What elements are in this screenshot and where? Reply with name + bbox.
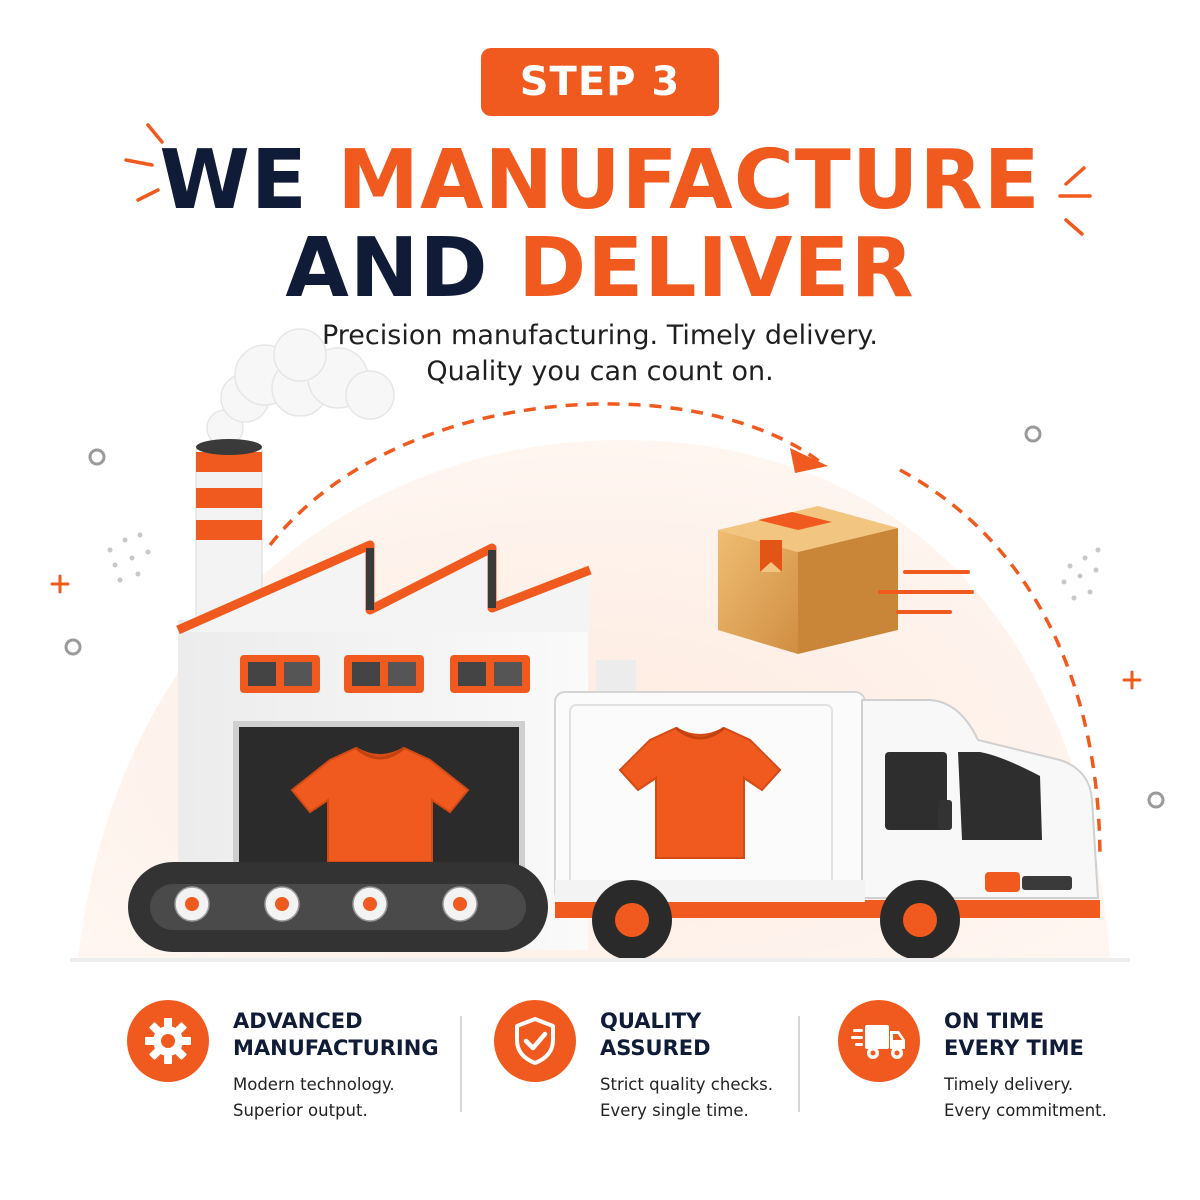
feature-description: Timely delivery. Every commitment. (944, 1072, 1184, 1124)
delivery-truck-icon (838, 1000, 920, 1082)
feature-title: ON TIME EVERY TIME (944, 1008, 1184, 1062)
factory-chimney (195, 439, 263, 646)
subtitle-line-1: Precision manufacturing. Timely delivery… (321, 320, 879, 351)
decor-rings (64, 425, 1165, 809)
cardboard-box-icon (718, 506, 898, 654)
ground-shadow (70, 958, 1130, 962)
feature-divider (798, 1016, 800, 1112)
feature-title-line-2: EVERY TIME (944, 1036, 1084, 1060)
feature-title-line-2: MANUFACTURING (233, 1036, 439, 1060)
dot-cluster-right (1061, 547, 1101, 601)
feature-title-line-2: ASSURED (600, 1036, 711, 1060)
conveyor-belt (128, 862, 548, 952)
feature-desc-line-1: Modern technology. (233, 1075, 395, 1094)
dashed-path-right (899, 468, 1102, 861)
headline-word-we: WE (159, 133, 308, 228)
truck-wheels (592, 880, 960, 960)
gear-icon (127, 1000, 209, 1082)
feature-desc-line-2: Every commitment. (944, 1101, 1107, 1120)
feature-title-line-1: ON TIME (944, 1009, 1045, 1033)
speed-lines (878, 570, 974, 614)
headline-line-2: AND DELIVER (0, 228, 1200, 310)
headline-word-and: AND (285, 221, 489, 316)
plus-icons (50, 574, 1142, 690)
feature-desc-line-1: Strict quality checks. (600, 1075, 773, 1094)
feature-title-line-1: ADVANCED (233, 1009, 363, 1033)
smoke-cloud (206, 328, 395, 447)
feature-desc-line-2: Every single time. (600, 1101, 749, 1120)
feature-title-line-1: QUALITY (600, 1009, 702, 1033)
feature-desc-line-1: Timely delivery. (944, 1075, 1074, 1094)
feature-description: Strict quality checks. Every single time… (600, 1072, 840, 1124)
delivery-truck (554, 691, 1100, 960)
path-arrowhead (790, 448, 828, 473)
feature-title: ADVANCED MANUFACTURING (233, 1008, 473, 1062)
subtitle: Precision manufacturing. Timely delivery… (0, 318, 1200, 390)
step-badge: STEP 3 (481, 48, 719, 116)
factory-delivery-illustration (50, 123, 1165, 962)
factory-windows (240, 655, 530, 693)
sparkle-lines-left (124, 123, 164, 202)
dashed-path-arrow (268, 402, 822, 547)
headline-line-1: WE MANUFACTURE (0, 140, 1200, 222)
dot-cluster-left (107, 532, 151, 583)
headline-word-deliver: DELIVER (518, 221, 915, 316)
feature-title: QUALITY ASSURED (600, 1008, 840, 1062)
feature-divider (460, 1016, 462, 1112)
feature-description: Modern technology. Superior output. (233, 1072, 473, 1124)
sparkle-lines-right (1058, 166, 1092, 236)
feature-desc-line-2: Superior output. (233, 1101, 368, 1120)
subtitle-line-2: Quality you can count on. (426, 356, 774, 387)
step-badge-label: STEP 3 (519, 59, 681, 105)
shield-check-icon (494, 1000, 576, 1082)
headline-word-manufacture: MANUFACTURE (337, 133, 1041, 228)
